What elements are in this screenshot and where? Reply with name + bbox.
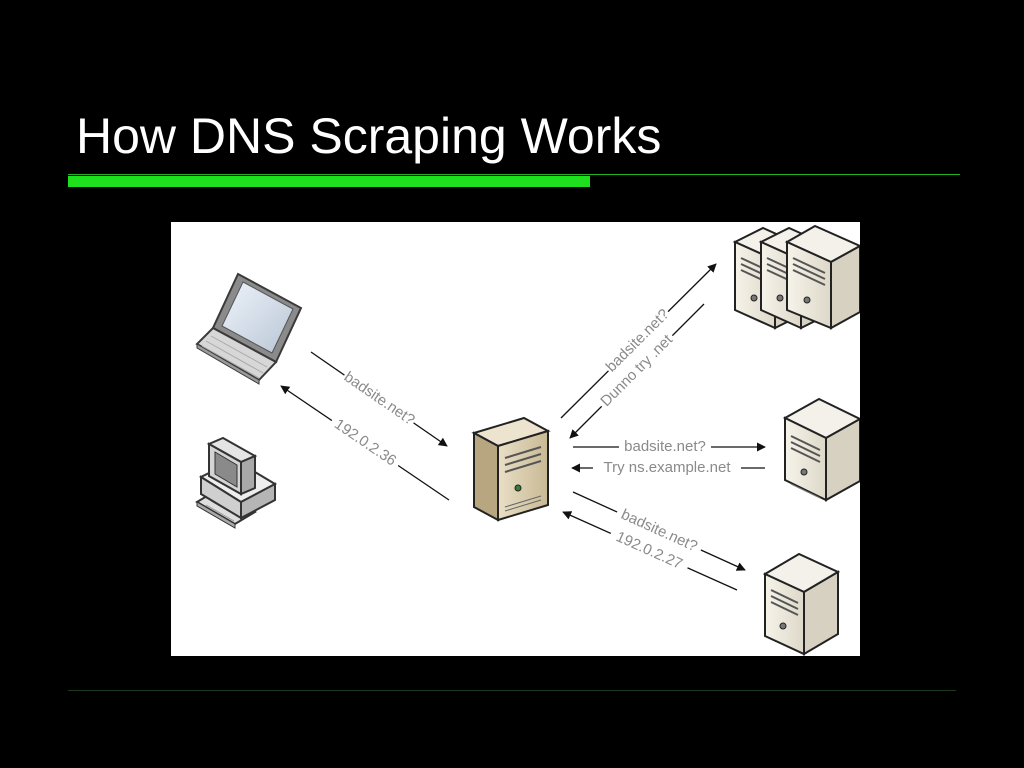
title-underline-accent <box>68 176 590 187</box>
title-underline-thin <box>68 174 960 175</box>
dns-diagram: badsite.net? 192.0.2.36 badsite.net? Dun… <box>171 222 860 656</box>
client-answer-message: 192.0.2.36 <box>280 385 450 501</box>
client-query-message: badsite.net? <box>310 351 448 447</box>
tld-server-icon <box>782 397 860 502</box>
laptop-icon <box>195 272 303 385</box>
tld-answer-message: Try ns.example.net <box>571 458 765 476</box>
resolver-server-icon <box>471 416 551 522</box>
tld-query-message: badsite.net? <box>573 437 766 455</box>
client-answer-label: 192.0.2.36 <box>331 416 399 470</box>
tld-query-label: badsite.net? <box>624 438 706 455</box>
root-servers-icon <box>732 224 860 330</box>
root-server-front <box>784 224 860 330</box>
slide-title: How DNS Scraping Works <box>76 108 662 164</box>
client-query-label: badsite.net? <box>341 368 418 428</box>
authoritative-server-icon <box>762 552 841 656</box>
tld-answer-label: Try ns.example.net <box>604 459 732 476</box>
root-query-message: badsite.net? <box>560 263 717 419</box>
desktop-computer-icon <box>195 436 278 529</box>
root-answer-message: Dunno try .net <box>569 303 705 439</box>
footer-divider <box>68 690 956 691</box>
